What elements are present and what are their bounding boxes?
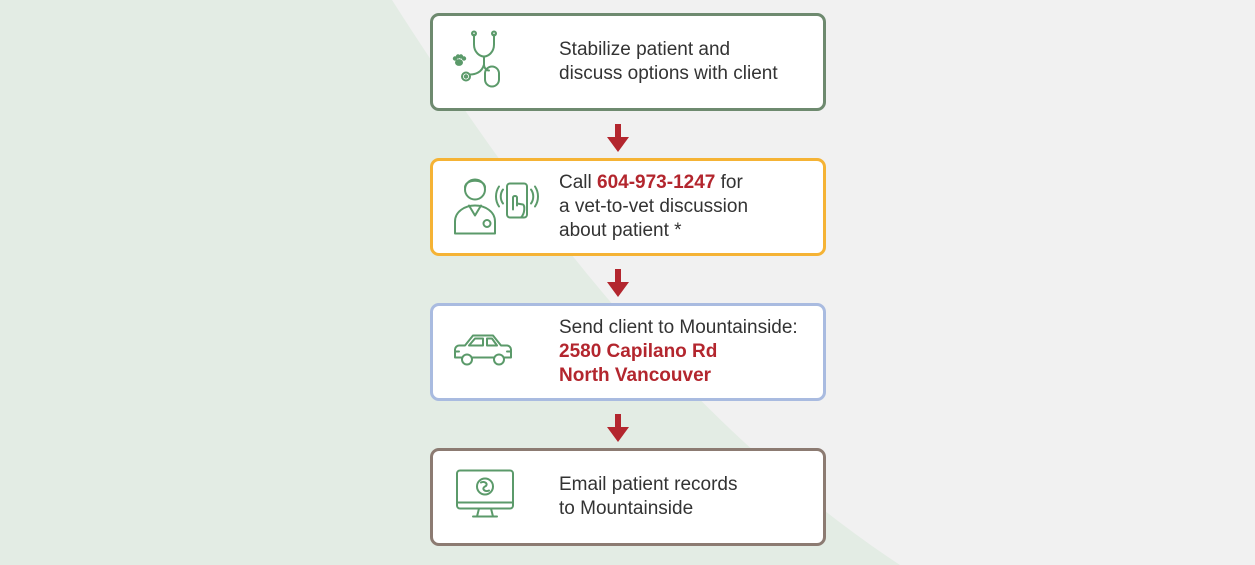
vet-phone-icon <box>449 172 545 243</box>
step-call-line2: a vet-to-vet discussion <box>559 196 749 217</box>
address-line2: North Vancouver <box>559 365 712 386</box>
arrow-down-icon <box>607 414 629 442</box>
phone-number: 604-973-1247 <box>597 172 716 193</box>
step-email-records-text: Email patient records to Mountainside <box>559 473 737 521</box>
step-send-client-line1: Send client to Mountainside: <box>559 317 798 338</box>
step-stabilize-line1: Stabilize patient and <box>559 39 731 60</box>
step-email-records: Email patient records to Mountainside <box>430 448 826 546</box>
call-prefix: Call <box>559 172 598 193</box>
step-email-records-line2: to Mountainside <box>559 498 694 519</box>
car-icon <box>449 328 515 377</box>
step-stabilize-line2: discuss options with client <box>559 63 778 84</box>
step-stabilize-text: Stabilize patient and discuss options wi… <box>559 38 778 86</box>
step-call: Call 604-973-1247 for a vet-to-vet discu… <box>430 158 826 256</box>
step-email-records-line1: Email patient records <box>559 474 738 495</box>
step-send-client-text: Send client to Mountainside: 2580 Capila… <box>559 316 798 388</box>
step-call-text: Call 604-973-1247 for a vet-to-vet discu… <box>559 171 748 243</box>
green-wash-shape <box>0 0 900 565</box>
step-send-client: Send client to Mountainside: 2580 Capila… <box>430 303 826 401</box>
computer-monitor-icon <box>449 467 515 528</box>
arrow-down-icon <box>607 124 629 152</box>
step-call-line1: Call 604-973-1247 for <box>559 171 748 195</box>
arrow-down-icon <box>607 269 629 297</box>
step-stabilize: Stabilize patient and discuss options wi… <box>430 13 826 111</box>
step-call-line3: about patient * <box>559 220 682 241</box>
stethoscope-icon <box>449 29 511 96</box>
call-suffix: for <box>715 172 743 193</box>
address-line1: 2580 Capilano Rd <box>559 341 718 362</box>
